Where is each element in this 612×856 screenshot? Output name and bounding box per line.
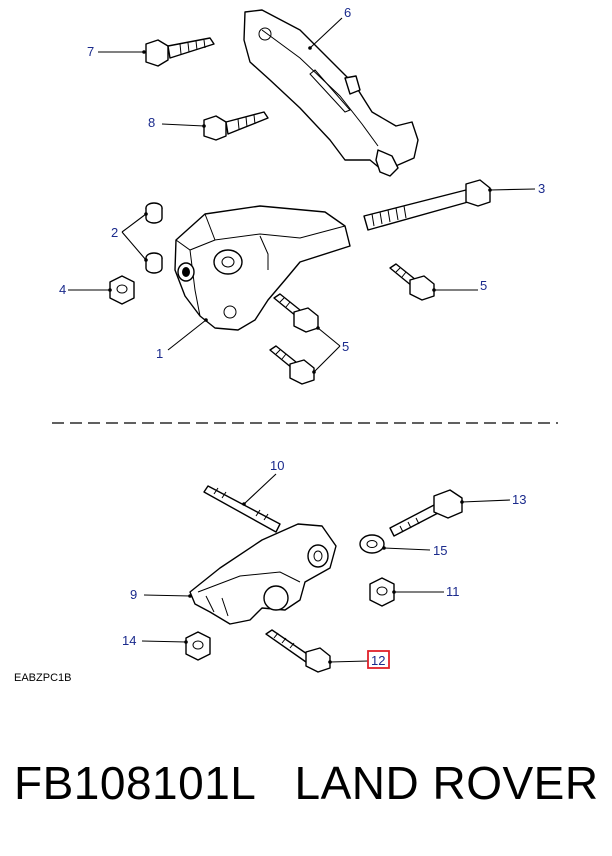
callout-2: 2 [111,225,118,240]
nut-part-4 [109,275,135,305]
callout-9: 9 [130,587,137,602]
bolt-part-5-upper [389,263,435,301]
callout-12-highlight [367,650,390,669]
bolt-part-5-middle [273,293,319,333]
callout-3: 3 [538,181,545,196]
callout-6: 6 [344,5,351,20]
callout-7: 7 [87,44,94,59]
bushing-part-2 [145,202,163,274]
bracket-part-9 [189,523,337,625]
callout-14: 14 [122,633,136,648]
brand-name: LAND ROVER [294,757,599,809]
part-number: FB108101L [14,757,255,809]
nut-part-14 [185,631,211,661]
bolt-part-12 [265,629,331,673]
washer-part-15 [359,534,385,554]
callout-8: 8 [148,115,155,130]
drawing-code: EABZPC1B [14,672,72,684]
callout-1: 1 [156,346,163,361]
leader-lines [68,17,536,664]
stud-part-10 [203,485,281,533]
callout-15: 15 [433,543,447,558]
callout-13: 13 [512,492,526,507]
bolt-part-7 [145,37,215,67]
callout-5-lower: 5 [342,339,349,354]
nut-part-11 [369,577,395,607]
callout-12: 12 [371,653,385,668]
bracket-part-6 [243,9,419,177]
bolt-part-3 [363,179,491,231]
callout-5-upper: 5 [480,278,487,293]
callout-10: 10 [270,458,284,473]
bolt-part-13 [389,489,463,537]
bracket-part-1 [174,205,351,331]
bolt-part-5-lower [269,345,315,385]
callout-labels: 1 2 3 4 5 5 6 7 8 9 10 11 12 13 14 15 [59,5,545,668]
bolt-part-8 [203,111,269,141]
callout-4: 4 [59,282,66,297]
callout-11: 11 [446,584,460,599]
parts-diagram: 1 2 3 4 5 5 6 7 8 9 10 11 12 13 14 15 [52,5,558,673]
footer-caption: FB108101L LAND ROVER [14,756,599,810]
